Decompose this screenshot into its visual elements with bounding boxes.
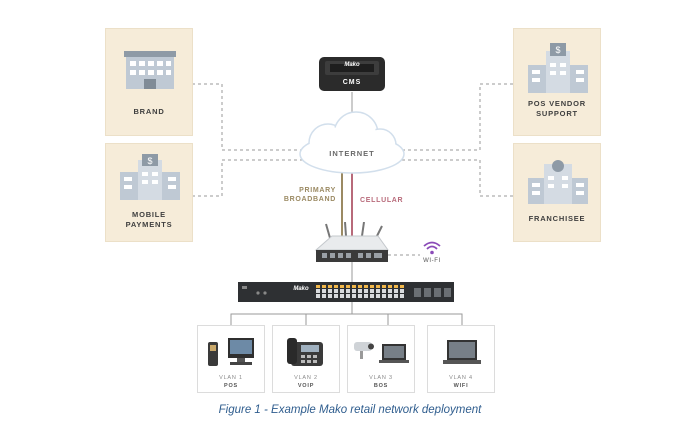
pos-vendor-support-node: $ POS VENDOR SUPPORT	[513, 28, 601, 136]
vlan-label: WIFI	[453, 383, 469, 389]
vlan-links	[230, 300, 463, 326]
figure-caption: Figure 1 - Example Mako retail network d…	[218, 404, 482, 416]
camera-laptop-icon	[354, 342, 409, 363]
wifi-icon	[423, 241, 441, 255]
cellular-label: CELLULAR	[360, 197, 404, 204]
svg-text:$: $	[147, 156, 152, 166]
vlan-id: VLAN 2	[294, 375, 318, 381]
switch-logo: Mako	[293, 286, 309, 292]
switch-icon	[238, 282, 454, 302]
cloud-icon	[299, 111, 405, 174]
vlan-id: VLAN 1	[219, 375, 243, 381]
brand-node: BRAND	[105, 28, 193, 136]
bank-building-icon: $	[528, 43, 588, 93]
wifi-label: WI-FI	[423, 258, 441, 264]
svg-text:$: $	[555, 45, 560, 55]
bank-building-icon: $	[120, 154, 180, 200]
franchisee-link	[393, 159, 513, 197]
vlan-label: BOS	[373, 383, 389, 389]
router-icon	[314, 222, 389, 262]
laptop-icon	[443, 340, 481, 364]
vlan-label: POS	[223, 383, 238, 389]
vlan-device-pos: VLAN 1 POS	[197, 325, 265, 393]
brand-label: BRAND	[133, 107, 165, 116]
vlan-device-wifi: VLAN 4 WIFI	[427, 325, 495, 393]
mobile-payments-link	[192, 159, 310, 197]
cms-appliance-icon	[319, 57, 385, 91]
building-icon	[124, 51, 176, 89]
franchise-building-icon	[528, 160, 588, 204]
franchisee-node: FRANCHISEE	[513, 143, 601, 242]
vlan-device-voip: VLAN 2 VOIP	[272, 325, 340, 393]
cms-label: CMS	[342, 79, 362, 86]
vlan-id: VLAN 3	[369, 375, 393, 381]
cms-logo: Mako	[344, 62, 360, 68]
vlan-device-bos: VLAN 3 BOS	[347, 325, 415, 393]
pos-terminal-icon	[208, 338, 254, 366]
cms-device: Mako CMS	[318, 56, 386, 92]
pos-vendor-support-label: POS VENDOR SUPPORT	[527, 99, 586, 118]
desk-phone-icon	[287, 338, 323, 366]
pos-vendor-link	[393, 83, 513, 151]
primary-broadband-label: PRIMARY BROADBAND	[283, 187, 336, 203]
mobile-payments-label: MOBILE PAYMENTS	[125, 210, 173, 229]
brand-link	[192, 83, 310, 151]
internet-label: INTERNET	[329, 149, 375, 158]
franchisee-label: FRANCHISEE	[528, 214, 586, 223]
vlan-id: VLAN 4	[449, 375, 473, 381]
vlan-label: VOIP	[297, 383, 315, 389]
mobile-payments-node: $ MOBILE PAYMENTS	[105, 143, 193, 242]
